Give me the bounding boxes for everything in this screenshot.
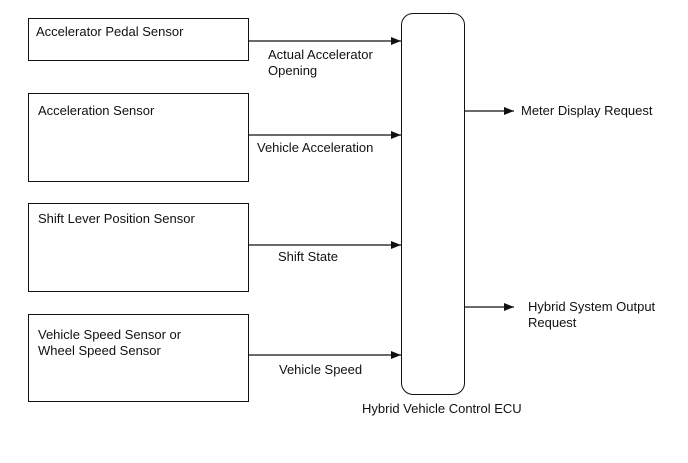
ecu-label: Hybrid Vehicle Control ECU <box>362 401 522 416</box>
sensor-label-accelerator-pedal: Accelerator Pedal Sensor <box>36 24 184 39</box>
sensor-label-vehicle-speed: Vehicle Speed Sensor or Wheel Speed Sens… <box>38 327 182 358</box>
ecu-box <box>401 13 465 395</box>
sensor-box-vehicle-speed <box>28 314 249 402</box>
sensor-box-acceleration <box>28 93 249 182</box>
signal-label-shift-state: Shift State <box>278 249 338 264</box>
signal-label-vehicle-acceleration: Vehicle Acceleration <box>257 140 374 155</box>
signal-label-vehicle-speed: Vehicle Speed <box>279 362 363 377</box>
sensor-label-shift-lever-position: Shift Lever Position Sensor <box>38 211 195 226</box>
sensor-label-acceleration: Acceleration Sensor <box>38 103 155 118</box>
signal-label-hybrid-system-output-request: Hybrid System Output Request <box>528 299 656 330</box>
sensor-box-accelerator-pedal <box>28 18 249 61</box>
sensor-box-shift-lever-position <box>28 203 249 292</box>
signal-label-meter-display-request: Meter Display Request <box>521 103 653 118</box>
signal-label-accelerator-opening: Actual Accelerator Opening <box>268 47 373 78</box>
